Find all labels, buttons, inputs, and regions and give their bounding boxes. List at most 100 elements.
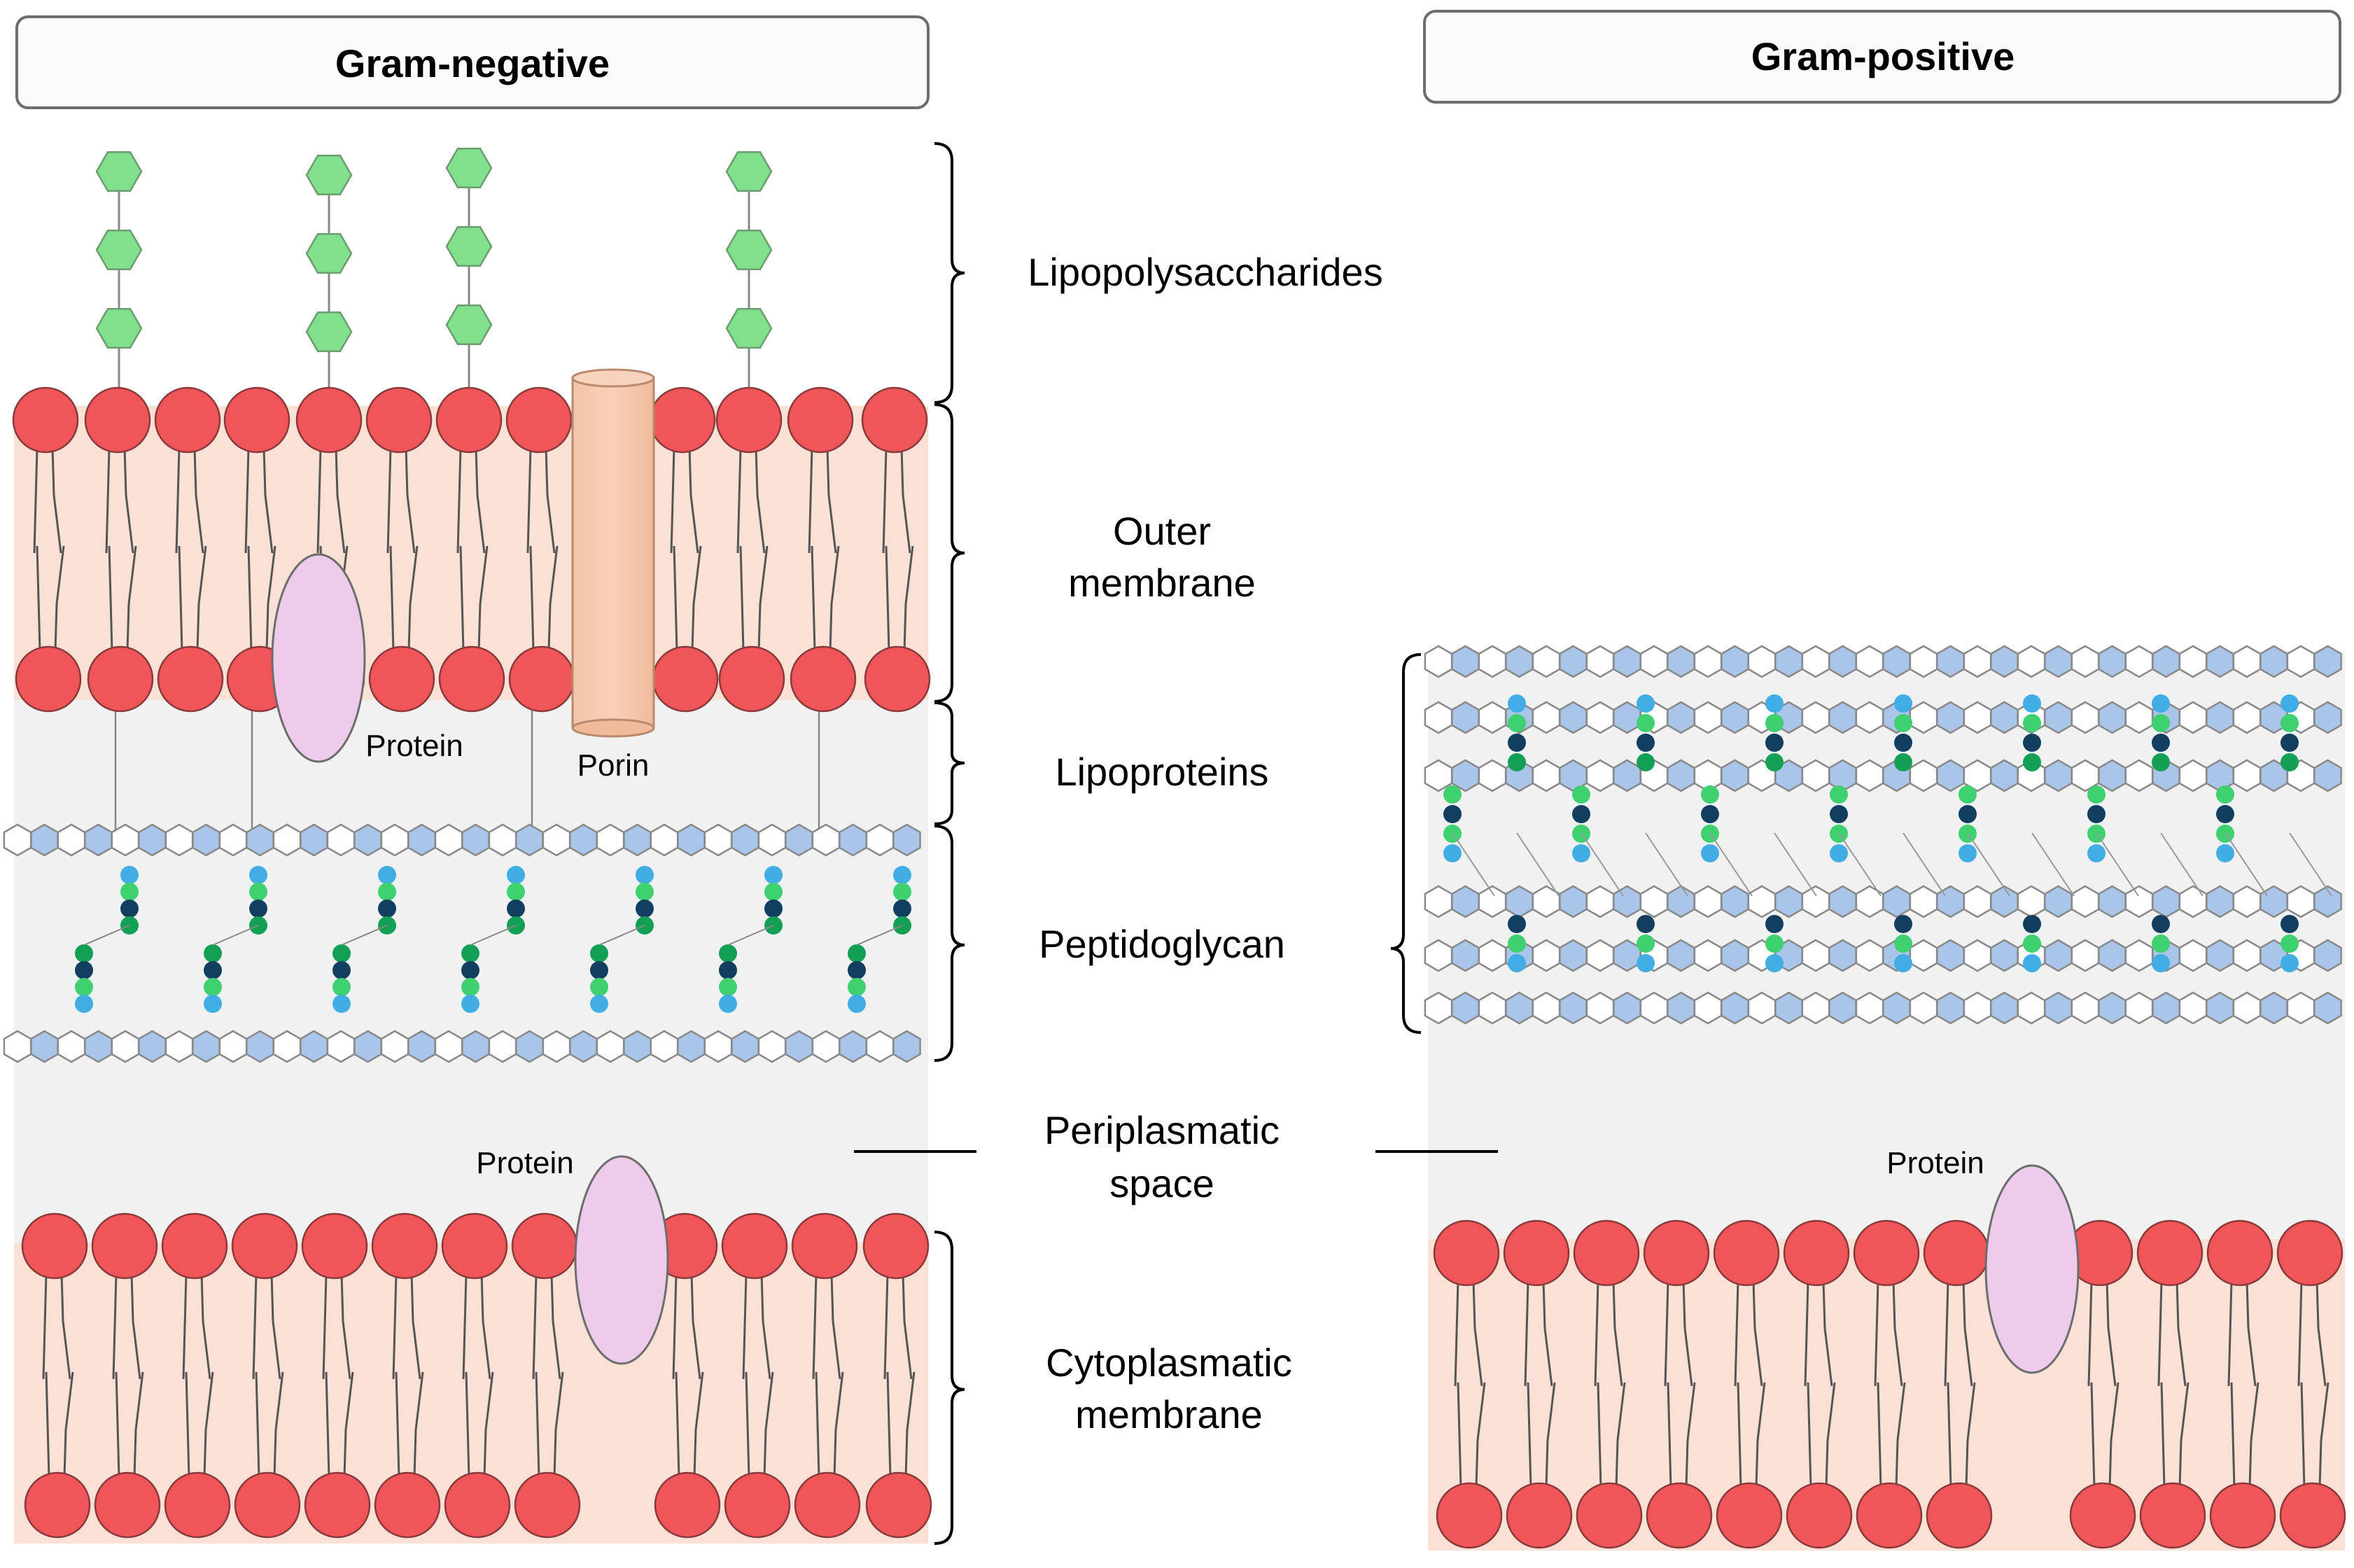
lipid-tail: [1755, 1382, 1766, 1488]
peptide-bead: [2281, 694, 2299, 713]
peptide-bead: [2281, 734, 2299, 752]
peptide-bead: [332, 995, 351, 1013]
lipid-tail: [477, 545, 489, 652]
peptidoglycan-sugar: [2206, 645, 2234, 678]
lipid-head: [787, 386, 854, 454]
lipid-head: [374, 1471, 441, 1539]
peptidoglycan-sugar: [1963, 701, 1992, 734]
peptidoglycan-sugar: [2098, 701, 2127, 734]
lipid-head: [371, 1212, 438, 1280]
peptide-bead: [719, 995, 737, 1013]
peptidoglycan-sugar: [380, 823, 409, 857]
peptidoglycan-sugar: [2206, 991, 2234, 1025]
peptidoglycan-sugar: [2044, 991, 2073, 1025]
lipid-tail: [1962, 1280, 1973, 1387]
lipid-head: [368, 645, 435, 713]
lipid-tail: [811, 545, 816, 652]
peptidoglycan-sugar: [2044, 645, 2073, 678]
peptidoglycan-sugar: [1855, 759, 1884, 792]
brace-peptidoglycan-positive: [1390, 653, 1422, 1034]
lipid-head: [1783, 1219, 1850, 1287]
lipid-tail: [2178, 1382, 2190, 1488]
peptidoglycan-sugar: [1559, 939, 1588, 972]
lipid-tail: [1807, 1382, 1812, 1488]
peptidoglycan-sugar: [1909, 991, 1938, 1025]
peptidoglycan-sugar: [2044, 885, 2073, 918]
lipid-tail: [108, 545, 113, 652]
peptidoglycan-sugar: [2313, 885, 2342, 918]
peptidoglycan-sugar: [407, 1030, 436, 1063]
lipid-tail: [755, 447, 766, 554]
peptide-bead: [1508, 915, 1526, 933]
peptidoglycan-sugar: [1721, 645, 1749, 678]
peptide-bead: [1701, 805, 1719, 823]
peptide-bead: [1508, 753, 1526, 771]
lipid-head: [1573, 1219, 1640, 1287]
peptidoglycan-sugar: [2286, 885, 2316, 918]
peptidoglycan-sugar: [1667, 759, 1695, 792]
lipid-tail: [252, 1273, 258, 1380]
lipid-tail: [535, 1371, 540, 1478]
positive-peptidoglycan-row-3: [1424, 885, 2342, 918]
peptide-bead: [378, 883, 396, 901]
lipid-tail: [2318, 1382, 2330, 1488]
peptide-bead: [2216, 805, 2234, 823]
lps-sugar: [445, 304, 493, 345]
brace-lipopolysaccharides: [934, 142, 965, 404]
peptide-bead: [2087, 805, 2106, 823]
peptidoglycan-sugar: [1721, 885, 1749, 918]
lipid-tail: [51, 447, 62, 554]
lipid-tail: [812, 1273, 818, 1380]
lipid-tail: [1594, 1280, 1599, 1387]
peptide-bead: [1765, 734, 1784, 752]
peptidoglycan-sugar: [30, 823, 59, 857]
peptidoglycan-sugar: [1613, 759, 1641, 792]
peptidoglycan-sugar: [407, 823, 436, 857]
peptidoglycan-sugar: [353, 1030, 382, 1063]
lipid-tail: [882, 447, 888, 554]
peptidoglycan-sugar: [569, 1030, 598, 1063]
peptidoglycan-sugar: [2071, 701, 2100, 734]
lipid-head: [2136, 1219, 2204, 1287]
peptidoglycan-sugar: [1882, 991, 1911, 1025]
lipid-head: [12, 386, 79, 454]
negative-cytoplasmatic-bilayer: [21, 1212, 932, 1539]
peptide-bead: [848, 995, 866, 1013]
peptide-bead: [636, 866, 654, 884]
peptidoglycan-sugar: [2232, 939, 2262, 972]
peptide-bead: [378, 866, 396, 884]
lipid-tail: [2246, 1280, 2257, 1387]
peptidoglycan-sugar: [865, 1030, 895, 1063]
peptidoglycan-sugar: [1963, 645, 1992, 678]
peptide-bead: [1701, 844, 1719, 862]
lipid-tail: [1804, 1280, 1809, 1387]
peptidoglycan-sugar: [839, 823, 867, 857]
peptidoglycan-sugar: [2124, 885, 2154, 918]
peptidoglycan-sugar: [2232, 645, 2262, 678]
lipid-tail: [395, 1371, 400, 1478]
peptide-crosslink: [2289, 832, 2332, 897]
lipid-head: [91, 1212, 158, 1280]
peptidoglycan-sugar: [1532, 645, 1561, 678]
peptidoglycan-sugar: [542, 1030, 571, 1063]
peptidoglycan-sugar: [57, 1030, 86, 1063]
lipid-tail: [480, 1273, 491, 1380]
positive-inner-protein-label: Protein: [1886, 1146, 1984, 1180]
peptidoglycan-sugar: [2178, 645, 2208, 678]
lipid-tail: [2090, 1382, 2096, 1488]
peptidoglycan-sugar: [1882, 645, 1911, 678]
lipid-head: [505, 386, 573, 454]
peptidoglycan-sugar: [300, 1030, 328, 1063]
positive-cytoplasmatic-bilayer: [1433, 1219, 2346, 1549]
label-periplasmatic-line2: space: [1109, 1161, 1214, 1205]
peptide-bead: [2023, 753, 2041, 771]
peptidoglycan-sugar: [1505, 885, 1534, 918]
peptide-bead: [507, 883, 525, 901]
peptidoglycan-sugar: [1532, 759, 1561, 792]
lipid-tail: [1664, 1280, 1669, 1387]
lipid-tail: [900, 447, 911, 554]
lipid-tail: [693, 1371, 704, 1478]
lipid-head: [1856, 1482, 1923, 1549]
lipid-head: [1506, 1482, 1573, 1549]
peptidoglycan-sugar: [1639, 991, 1669, 1025]
